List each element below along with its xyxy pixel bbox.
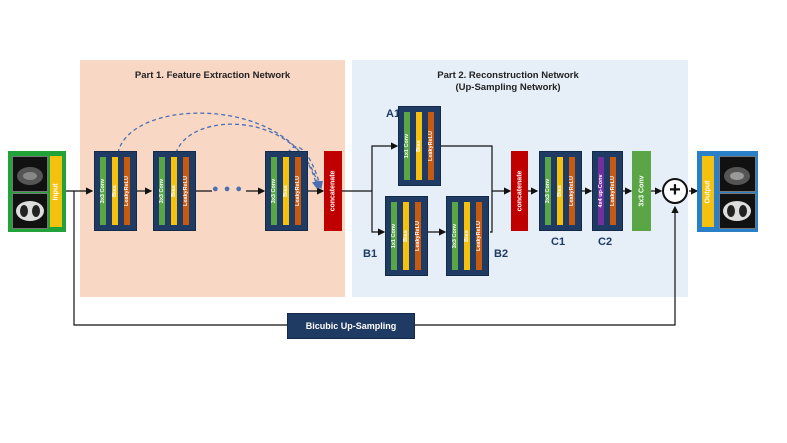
output-image-bottom xyxy=(719,193,756,229)
arrow-b2-out xyxy=(490,191,493,233)
conv-layer: 1x1 Conv xyxy=(404,112,410,180)
output-frame: Output xyxy=(697,151,758,232)
concat-2: concatenate xyxy=(511,151,528,231)
lrelu-layer: LeakyReLU xyxy=(476,202,482,270)
bias-layer: Bias xyxy=(416,112,422,180)
part2-title-line1: Part 2. Reconstruction Network xyxy=(437,70,579,81)
conv-layer: 3x3 Conv xyxy=(545,157,551,225)
concat-1: concatenate xyxy=(324,151,342,231)
bias-layer: Bias xyxy=(171,157,177,225)
arrow-to-a1 xyxy=(371,142,399,191)
lrelu-layer: LeakyReLU xyxy=(415,202,421,270)
block-b1: 1x1 Conv Bias LeakyReLU xyxy=(385,196,428,276)
input-frame: Input xyxy=(8,151,66,232)
block-a1: 1x1 Conv Bias LeakyReLU xyxy=(398,106,441,186)
plus-icon: + xyxy=(669,179,681,201)
conv-layer: 3x3 Conv xyxy=(271,157,277,225)
upconv-layer: 4x4 up-Conv xyxy=(598,157,604,225)
conv-block-3: 3x3 Conv Bias LeakyReLU xyxy=(265,151,308,231)
part1-title: Part 1. Feature Extraction Network xyxy=(134,70,291,81)
lrelu-layer: LeakyReLU xyxy=(124,157,130,225)
lrelu-layer: LeakyReLU xyxy=(610,157,616,225)
label-b1: B1 xyxy=(363,248,378,260)
lrelu-layer: LeakyReLU xyxy=(569,157,575,225)
arrow-to-b1 xyxy=(371,191,386,236)
bias-layer: Bias xyxy=(464,202,470,270)
add-node: + xyxy=(662,178,688,204)
arrow-a1-out xyxy=(441,145,512,195)
conv-block-1: 3x3 Conv Bias LeakyReLU xyxy=(94,151,137,231)
label-b2: B2 xyxy=(494,248,509,260)
conv-layer: 3x3 Conv xyxy=(452,202,458,270)
label-c1: C1 xyxy=(551,236,566,248)
lrelu-layer: LeakyReLU xyxy=(183,157,189,225)
block-c2: 4x4 up-Conv LeakyReLU xyxy=(592,151,623,231)
label-c2: C2 xyxy=(598,236,613,248)
input-label: Input xyxy=(52,182,60,201)
conv-layer: 3x3 Conv xyxy=(159,157,165,225)
bias-layer: Bias xyxy=(283,157,289,225)
input-image-top xyxy=(12,156,48,192)
bias-layer: Bias xyxy=(557,157,563,225)
input-image-bottom xyxy=(12,193,48,229)
output-label: Output xyxy=(704,180,712,203)
output-image-top xyxy=(719,156,756,192)
block-b2: 3x3 Conv Bias LeakyReLU xyxy=(446,196,489,276)
conv-layer: 1x1 Conv xyxy=(391,202,397,270)
skip-connection-3 xyxy=(287,146,323,190)
label-a1: A1 xyxy=(386,108,401,120)
ellipsis: ● ● ● xyxy=(212,183,244,195)
output-bar: Output xyxy=(702,156,714,227)
lrelu-layer: LeakyReLU xyxy=(428,112,434,180)
part2-title: Part 2. Reconstruction Network (Up-Sampl… xyxy=(352,70,664,94)
input-bar: Input xyxy=(50,156,62,227)
bias-layer: Bias xyxy=(403,202,409,270)
lrelu-layer: LeakyReLU xyxy=(295,157,301,225)
conv-layer: 3x3 Conv xyxy=(100,157,106,225)
part2-title-line2: (Up-Sampling Network) xyxy=(455,82,561,93)
block-c1: 3x3 Conv Bias LeakyReLU xyxy=(539,151,582,231)
bicubic-upsampling-box: Bicubic Up-Sampling xyxy=(287,313,415,339)
bias-layer: Bias xyxy=(112,157,118,225)
conv-block-2: 3x3 Conv Bias LeakyReLU xyxy=(153,151,196,231)
final-conv: 3x3 Conv xyxy=(632,151,651,231)
